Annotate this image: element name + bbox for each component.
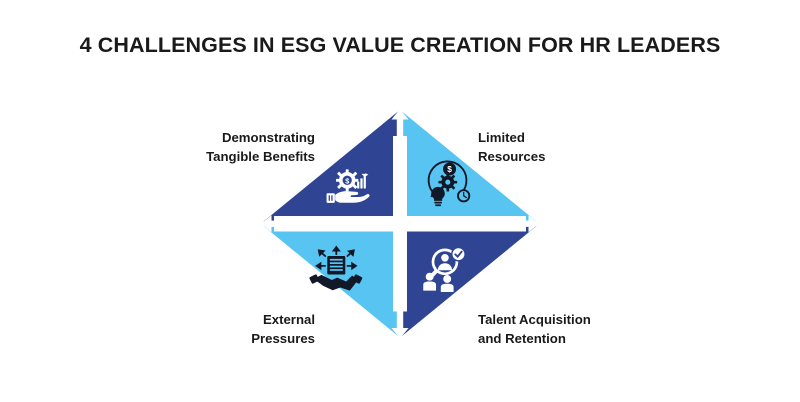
cycle-arrow-tips [261,109,539,339]
segment-demonstrating-tangible-benefits[interactable]: $ [263,111,399,222]
hand-holding-gear-dollar-growth-icon: $ [326,169,370,203]
segment-talent-acquisition-and-retention[interactable] [402,226,537,336]
segment-label-demonstrating-tangible-benefits: Demonstrating Tangible Benefits [206,130,315,164]
segment-shape-top-left [263,111,398,222]
segment-label-external-pressures: External Pressures [251,312,315,346]
segment-label-limited-resources: Limited Resources [478,130,546,164]
arrow-tip-right-icon [401,215,539,233]
segment-external-pressures[interactable] [263,226,399,336]
esg-challenges-diamond-diagram: $ [261,109,539,339]
arrow-tip-down-icon [391,229,409,339]
svg-text:$: $ [447,165,452,174]
resources-bulb-gear-coin-clock-icon: $ [427,160,471,207]
handshake-document-pressure-arrows-icon [309,245,363,291]
svg-text:$: $ [345,176,349,185]
segment-shape-top-right [402,111,537,222]
page-title: 4 CHALLENGES IN ESG VALUE CREATION FOR H… [79,33,721,57]
segment-limited-resources[interactable]: $ [402,111,537,222]
segment-label-talent-acquisition-and-retention: Talent Acquisition and Retention [478,312,591,346]
arrow-tip-up-icon [391,109,409,219]
arrow-tip-left-icon [261,215,399,233]
magnifier-person-check-recruit-icon [423,246,466,292]
